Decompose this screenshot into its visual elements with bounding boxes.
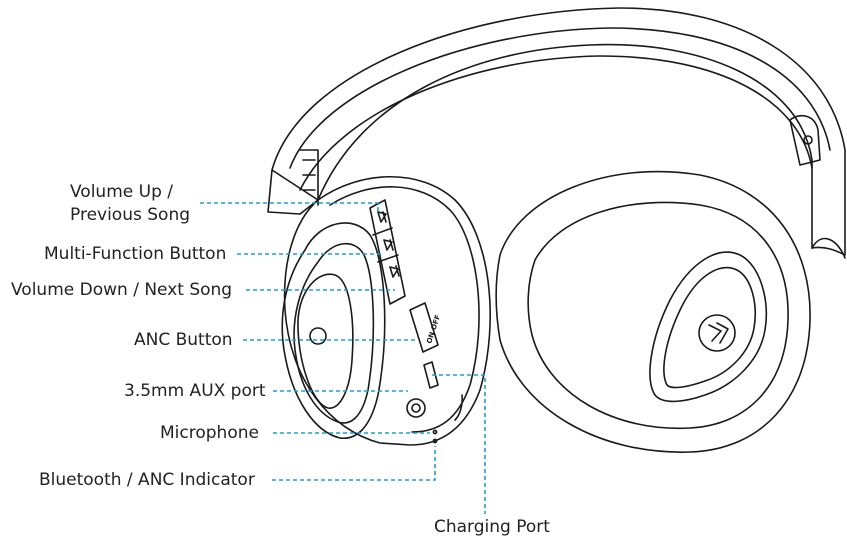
left-earcup <box>281 176 491 446</box>
label-anc-button: ANC Button <box>134 330 233 350</box>
label-aux-port: 3.5mm AUX port <box>124 381 266 401</box>
leader-lines <box>200 202 486 514</box>
label-volume-up-line2: Previous Song <box>70 205 191 225</box>
control-panel <box>369 199 439 444</box>
label-volume-down: Volume Down / Next Song <box>11 280 233 300</box>
label-multi-function: Multi-Function Button <box>44 244 227 264</box>
leader-charging <box>432 374 486 514</box>
leader-indicator <box>272 446 436 481</box>
label-volume-up-line1: Volume Up / <box>70 182 173 202</box>
headband <box>267 7 846 259</box>
right-earcup <box>495 170 811 453</box>
label-indicator: Bluetooth / ANC Indicator <box>39 470 255 490</box>
leader-volume-up <box>200 202 379 214</box>
switch-text: ON OFF <box>425 314 442 345</box>
label-microphone: Microphone <box>160 423 259 443</box>
label-charging-port: Charging Port <box>434 517 550 537</box>
